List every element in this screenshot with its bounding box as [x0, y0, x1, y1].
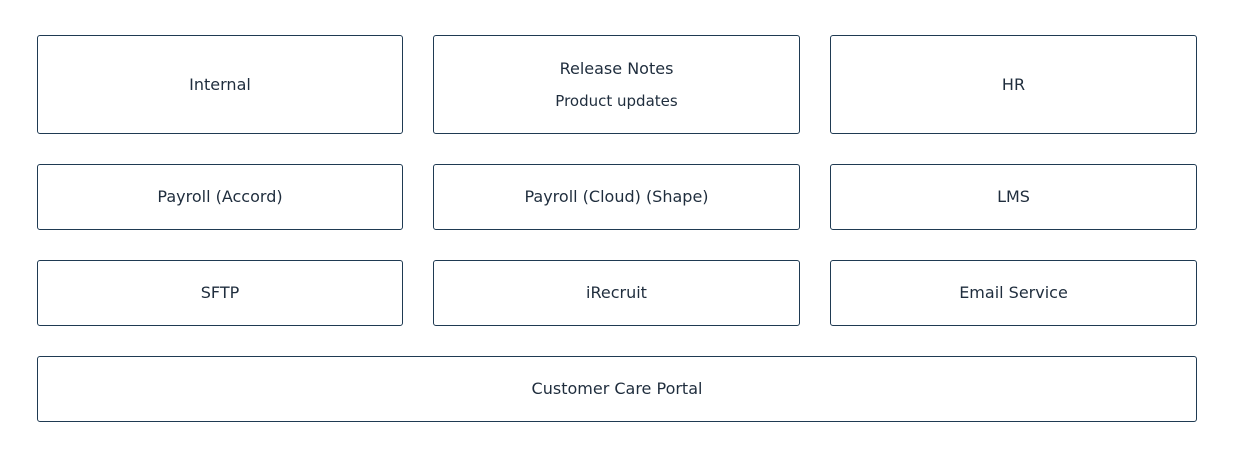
tile-label: Payroll (Accord): [157, 187, 283, 206]
tile-irecruit[interactable]: iRecruit: [433, 260, 800, 326]
tile-label: SFTP: [200, 283, 240, 302]
tile-sublabel: Product updates: [555, 91, 678, 110]
tile-label: Internal: [189, 74, 251, 94]
tile-label: iRecruit: [586, 283, 647, 302]
tile-payroll-accord[interactable]: Payroll (Accord): [37, 164, 403, 230]
tile-customer-care-portal[interactable]: Customer Care Portal: [37, 356, 1197, 422]
tile-hr[interactable]: HR: [830, 35, 1197, 134]
tile-email-service[interactable]: Email Service: [830, 260, 1197, 326]
tile-label: HR: [1001, 74, 1026, 94]
tile-label: Email Service: [959, 283, 1068, 302]
tile-lms[interactable]: LMS: [830, 164, 1197, 230]
tile-payroll-cloud-shape[interactable]: Payroll (Cloud) (Shape): [433, 164, 800, 230]
tile-release-notes[interactable]: Release Notes Product updates: [433, 35, 800, 134]
tile-label: Customer Care Portal: [531, 379, 703, 398]
tile-label: LMS: [997, 187, 1030, 206]
tile-label: Payroll (Cloud) (Shape): [524, 187, 709, 206]
tile-label: Release Notes: [559, 58, 674, 78]
tile-sftp[interactable]: SFTP: [37, 260, 403, 326]
tile-internal[interactable]: Internal: [37, 35, 403, 134]
